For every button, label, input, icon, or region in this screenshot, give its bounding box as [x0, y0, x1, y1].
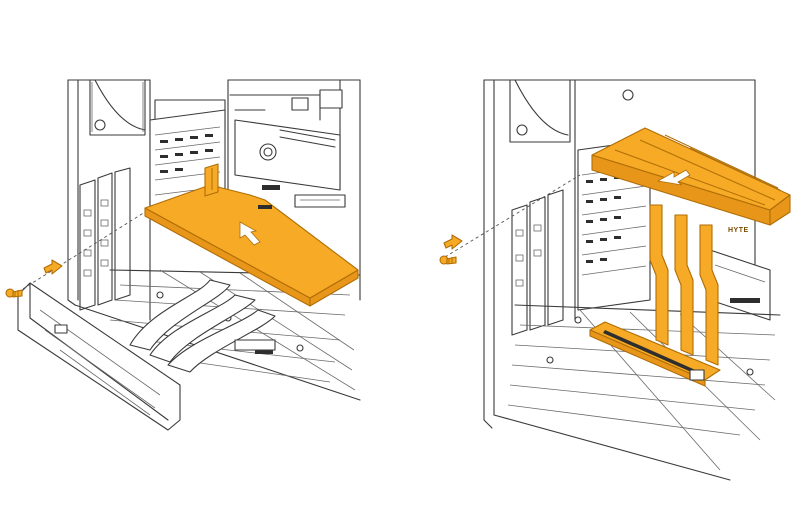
left-riser-cable	[129, 279, 276, 373]
right-gpu-card: HYTE	[591, 127, 791, 234]
right-motherboard	[709, 249, 771, 321]
left-fan	[89, 79, 146, 136]
screw-icon	[5, 288, 23, 298]
right-pcie-slot-bracket	[589, 321, 721, 387]
right-riser-ribbons	[649, 204, 719, 366]
screw-icon	[439, 255, 457, 265]
insert-arrow-icon	[43, 259, 63, 275]
right-illustration-panel: HYTE	[400, 0, 800, 531]
left-detached-bracket	[17, 282, 181, 431]
left-case-drawing	[5, 79, 361, 431]
right-case-drawing: HYTE	[439, 79, 791, 481]
up-arrow-icon	[656, 169, 691, 186]
left-illustration-panel	[5, 79, 361, 431]
left-motherboard	[234, 119, 346, 208]
left-guide-line	[17, 211, 146, 293]
right-vertical-brackets	[511, 189, 564, 336]
right-fan	[509, 79, 634, 143]
right-case-frame	[483, 79, 756, 429]
up-arrow-icon	[239, 221, 261, 246]
brand-label: HYTE	[728, 227, 749, 234]
right-guide-line	[444, 174, 581, 258]
insert-arrow-icon	[443, 234, 463, 250]
left-vertical-brackets	[79, 167, 131, 311]
right-floor-grille	[493, 304, 781, 481]
